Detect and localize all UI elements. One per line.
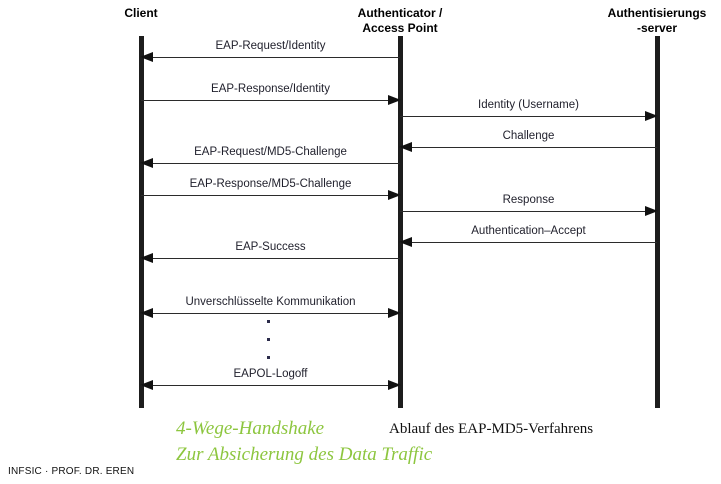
arrow-head-left-icon <box>140 253 153 263</box>
message-arrow: Unverschlüsselte Kommunikation <box>140 292 401 318</box>
lifeline-authenticator <box>398 36 403 408</box>
message-arrow: EAP-Request/MD5-Challenge <box>140 142 400 168</box>
message-label: EAP-Success <box>235 241 306 253</box>
message-label: EAP-Response/Identity <box>211 83 330 95</box>
message-label: Response <box>502 194 555 206</box>
ellipsis-dot <box>266 320 270 323</box>
message-line <box>141 57 400 58</box>
message-arrow: EAP-Request/Identity <box>140 36 400 62</box>
arrow-head-left-icon <box>140 158 153 168</box>
message-arrow: Authentication–Accept <box>399 221 657 247</box>
participant-label-authentication-server: Authentisierungs -server <box>607 6 707 35</box>
participant-label-client: Client <box>124 6 158 20</box>
message-label: Challenge <box>502 130 555 142</box>
arrow-head-left-icon <box>399 142 412 152</box>
arrow-head-right-icon <box>388 190 401 200</box>
message-line <box>141 258 400 259</box>
message-label: EAP-Request/Identity <box>215 40 326 52</box>
participant-label-authenticator: Authenticator / Access Point <box>357 6 443 35</box>
message-line <box>400 242 657 243</box>
message-label: EAPOL-Logoff <box>233 368 308 380</box>
message-label: EAP-Response/MD5-Challenge <box>189 178 352 190</box>
message-line <box>400 147 657 148</box>
message-arrow: EAP-Response/Identity <box>141 79 401 105</box>
arrow-head-right-icon <box>645 206 658 216</box>
arrow-head-left-icon <box>399 237 412 247</box>
arrow-head-right-icon <box>388 95 401 105</box>
ellipsis-dot <box>266 338 270 341</box>
message-line <box>141 313 400 314</box>
arrow-head-left-icon <box>140 308 153 318</box>
arrow-head-right-icon <box>388 380 401 390</box>
message-line <box>141 385 400 386</box>
message-line <box>400 211 657 212</box>
message-label: EAP-Request/MD5-Challenge <box>194 146 347 158</box>
message-arrow: Identity (Username) <box>400 95 658 121</box>
footer-credit: INFSIC · PROF. DR. EREN <box>8 466 135 477</box>
message-line <box>141 163 400 164</box>
message-label: Unverschlüsselte Kommunikation <box>185 296 356 308</box>
message-label: Identity (Username) <box>478 99 579 111</box>
lifeline-client <box>139 36 144 408</box>
message-arrow: EAPOL-Logoff <box>140 364 401 390</box>
lifeline-authentication-server <box>655 36 660 408</box>
message-arrow: Challenge <box>399 126 657 152</box>
arrow-head-left-icon <box>140 380 153 390</box>
arrow-head-right-icon <box>645 111 658 121</box>
message-arrow: EAP-Response/MD5-Challenge <box>141 174 401 200</box>
message-arrow: EAP-Success <box>140 237 400 263</box>
message-line <box>400 116 657 117</box>
message-label: Authentication–Accept <box>471 225 586 237</box>
green-annotation-note: 4-Wege-Handshake Zur Absicherung des Dat… <box>176 418 433 465</box>
message-line <box>141 100 400 101</box>
arrow-head-right-icon <box>388 308 401 318</box>
figure-caption: Ablauf des EAP-MD5-Verfahrens <box>389 421 594 437</box>
message-arrow: Response <box>400 190 658 216</box>
ellipsis-dots <box>258 320 278 374</box>
ellipsis-dot <box>266 356 270 359</box>
arrow-head-left-icon <box>140 52 153 62</box>
message-line <box>141 195 400 196</box>
